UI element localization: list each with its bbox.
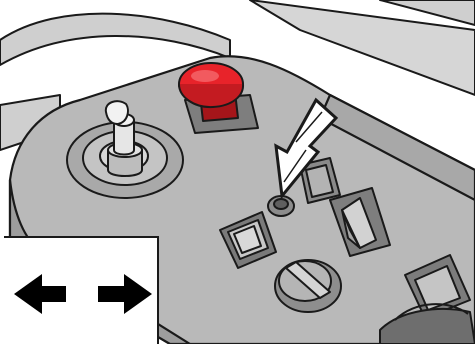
- rotary-selector-knob[interactable]: [275, 260, 341, 312]
- left-right-arrows-icon: [4, 238, 159, 346]
- direction-inset: [4, 236, 159, 344]
